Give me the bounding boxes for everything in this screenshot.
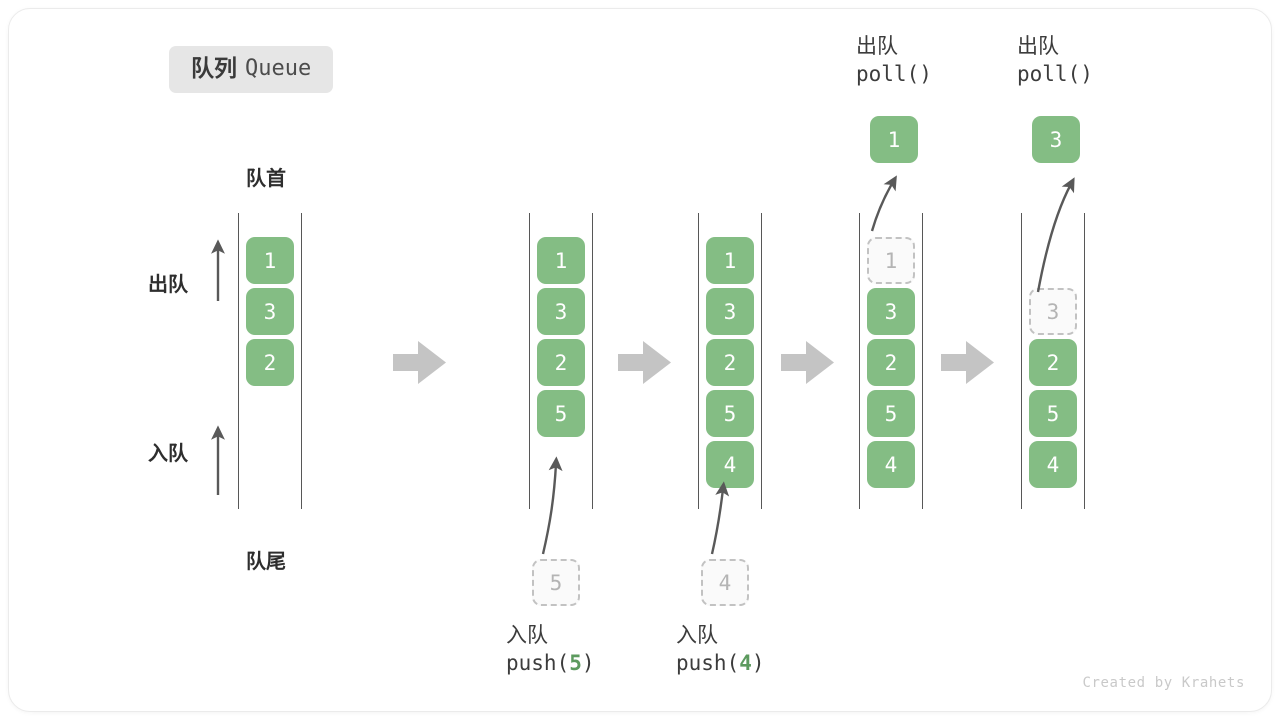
- op-caption-push-4-cn: 入队: [676, 624, 718, 647]
- queue-rail-right: [301, 213, 302, 509]
- queue-cell: 5: [1029, 390, 1077, 437]
- step-arrow-4-icon: [941, 341, 994, 384]
- queue-cell: 5: [867, 390, 915, 437]
- queue-rear-label: 队尾: [246, 551, 286, 573]
- step-arrow-3-icon: [781, 341, 834, 384]
- queue-rail-left: [238, 213, 239, 509]
- pending-element-4: 4: [701, 559, 749, 606]
- queue-column-after-poll-3: 3 2 5 4: [1021, 213, 1085, 509]
- queue-cell: 5: [537, 390, 585, 437]
- op-caption-poll-1-cn: 出队: [856, 35, 898, 58]
- push4-prefix: push(: [676, 650, 740, 675]
- queue-cell: 3: [706, 288, 754, 335]
- queue-cell: 5: [706, 390, 754, 437]
- queue-front-label: 队首: [246, 168, 286, 190]
- push5-arg: 5: [569, 650, 582, 675]
- queue-cell: 3: [867, 288, 915, 335]
- queue-cell-removed: 1: [867, 237, 915, 284]
- pending-element-5: 5: [532, 559, 580, 606]
- queue-rail-right: [761, 213, 762, 509]
- op-caption-push-5: 入队 push(5): [506, 622, 595, 677]
- watermark: Created by Krahets: [1082, 675, 1245, 691]
- queue-cell: 1: [706, 237, 754, 284]
- queue-cell: 4: [706, 441, 754, 488]
- queue-rail-left: [698, 213, 699, 509]
- queue-cell: 3: [537, 288, 585, 335]
- title-badge: 队列 Queue: [169, 46, 334, 93]
- op-caption-push-4: 入队 push(4): [676, 622, 765, 677]
- popped-element-3: 3: [1032, 116, 1080, 163]
- queue-cell-removed: 3: [1029, 288, 1077, 335]
- queue-cell: 2: [1029, 339, 1077, 386]
- queue-rail-right: [922, 213, 923, 509]
- step-arrow-2-icon: [618, 341, 671, 384]
- queue-cell: 1: [246, 237, 294, 284]
- step-arrow-1-icon: [393, 341, 446, 384]
- op-caption-poll-2: 出队 poll(): [1017, 33, 1093, 88]
- queue-cell: 1: [537, 237, 585, 284]
- op-caption-push-5-fn: push(5): [506, 650, 595, 678]
- op-caption-push-5-cn: 入队: [506, 624, 548, 647]
- queue-cell: 2: [537, 339, 585, 386]
- queue-column-after-push-4: 1 3 2 5 4: [698, 213, 762, 509]
- queue-cell: 2: [867, 339, 915, 386]
- op-caption-poll-2-cn: 出队: [1017, 35, 1059, 58]
- queue-column-after-push-5: 1 3 2 5: [529, 213, 593, 509]
- op-caption-poll-2-fn: poll(): [1017, 61, 1093, 86]
- queue-cell: 2: [706, 339, 754, 386]
- push5-prefix: push(: [506, 650, 570, 675]
- push5-suffix: ): [581, 650, 595, 675]
- queue-rail-left: [529, 213, 530, 509]
- queue-cell: 2: [246, 339, 294, 386]
- dequeue-direction-label: 出队: [148, 274, 188, 296]
- title-en: Queue: [245, 55, 312, 81]
- queue-rail-left: [1021, 213, 1022, 509]
- op-caption-poll-1-fn: poll(): [856, 61, 932, 86]
- queue-rail-right: [1084, 213, 1085, 509]
- op-caption-push-4-fn: push(4): [676, 650, 765, 678]
- queue-cell: 4: [1029, 441, 1077, 488]
- queue-cell: 4: [867, 441, 915, 488]
- queue-cell: 3: [246, 288, 294, 335]
- title-cn: 队列: [191, 55, 237, 81]
- popped-element-1: 1: [870, 116, 918, 163]
- queue-column-after-poll-1: 1 3 2 5 4: [859, 213, 923, 509]
- queue-rail-left: [859, 213, 860, 509]
- push4-arg: 4: [739, 650, 752, 675]
- op-caption-poll-1: 出队 poll(): [856, 33, 932, 88]
- push4-suffix: ): [751, 650, 765, 675]
- enqueue-direction-label: 入队: [148, 443, 188, 465]
- queue-column-initial: 1 3 2: [238, 213, 302, 509]
- queue-rail-right: [592, 213, 593, 509]
